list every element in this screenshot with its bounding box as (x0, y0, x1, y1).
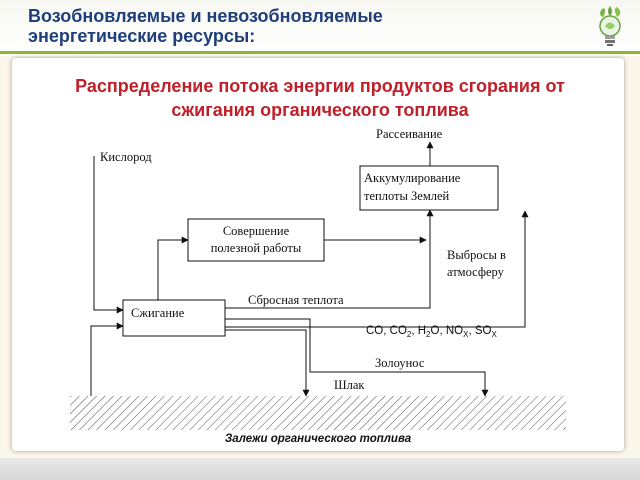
slide-title-line-1: Распределение потока энергии продуктов с… (75, 76, 565, 96)
useful-work-label-2: полезной работы (211, 241, 302, 255)
slide-header-title: Возобновляемые и невозобновляемые энерге… (28, 6, 548, 46)
fly-ash-arrow (225, 318, 489, 397)
header-title-line-2: энергетические ресурсы: (28, 26, 256, 46)
emissions-arrow (225, 210, 529, 328)
deposits-ground (70, 396, 566, 430)
accumulation-label-1: Аккумулирование (364, 171, 461, 185)
fly-ash-label: Золоунос (375, 356, 425, 370)
lightbulb-leaf-icon (599, 6, 621, 46)
combustion-box (122, 299, 226, 337)
slag-label: Шлак (334, 378, 365, 392)
emissions-label-1: Выбросы в (447, 248, 506, 262)
oxygen-arrow (93, 156, 124, 314)
oxygen-label: Кислород (100, 150, 152, 164)
slide-title: Распределение потока энергии продуктов с… (14, 74, 626, 122)
header-title-line-1: Возобновляемые и невозобновляемые (28, 6, 383, 26)
useful-work-label-1: Совершение (223, 224, 290, 238)
useful-work-box (187, 218, 325, 262)
slide-title-line-2: сжигания органического топлива (171, 100, 469, 120)
footer-strip (0, 458, 640, 480)
header-accent-rule (0, 51, 640, 54)
slag-arrow (225, 329, 310, 397)
work-supply-arrow (157, 236, 189, 300)
waste-heat-label: Сбросная теплота (248, 293, 344, 307)
combustion-label: Сжигание (131, 306, 185, 320)
waste-heat-arrow (225, 209, 434, 309)
accumulation-label-2: теплоты Землей (364, 189, 450, 203)
slide-header (0, 0, 640, 56)
emissions-formula: CO, CO2, H2O, NOX, SOX (366, 325, 497, 339)
emissions-label-2: атмосферу (447, 265, 505, 279)
fuel-supply-arrow (90, 322, 124, 396)
dissipation-label: Рассеивание (376, 127, 443, 141)
deposits-label: Залежи органического топлива (225, 433, 412, 445)
